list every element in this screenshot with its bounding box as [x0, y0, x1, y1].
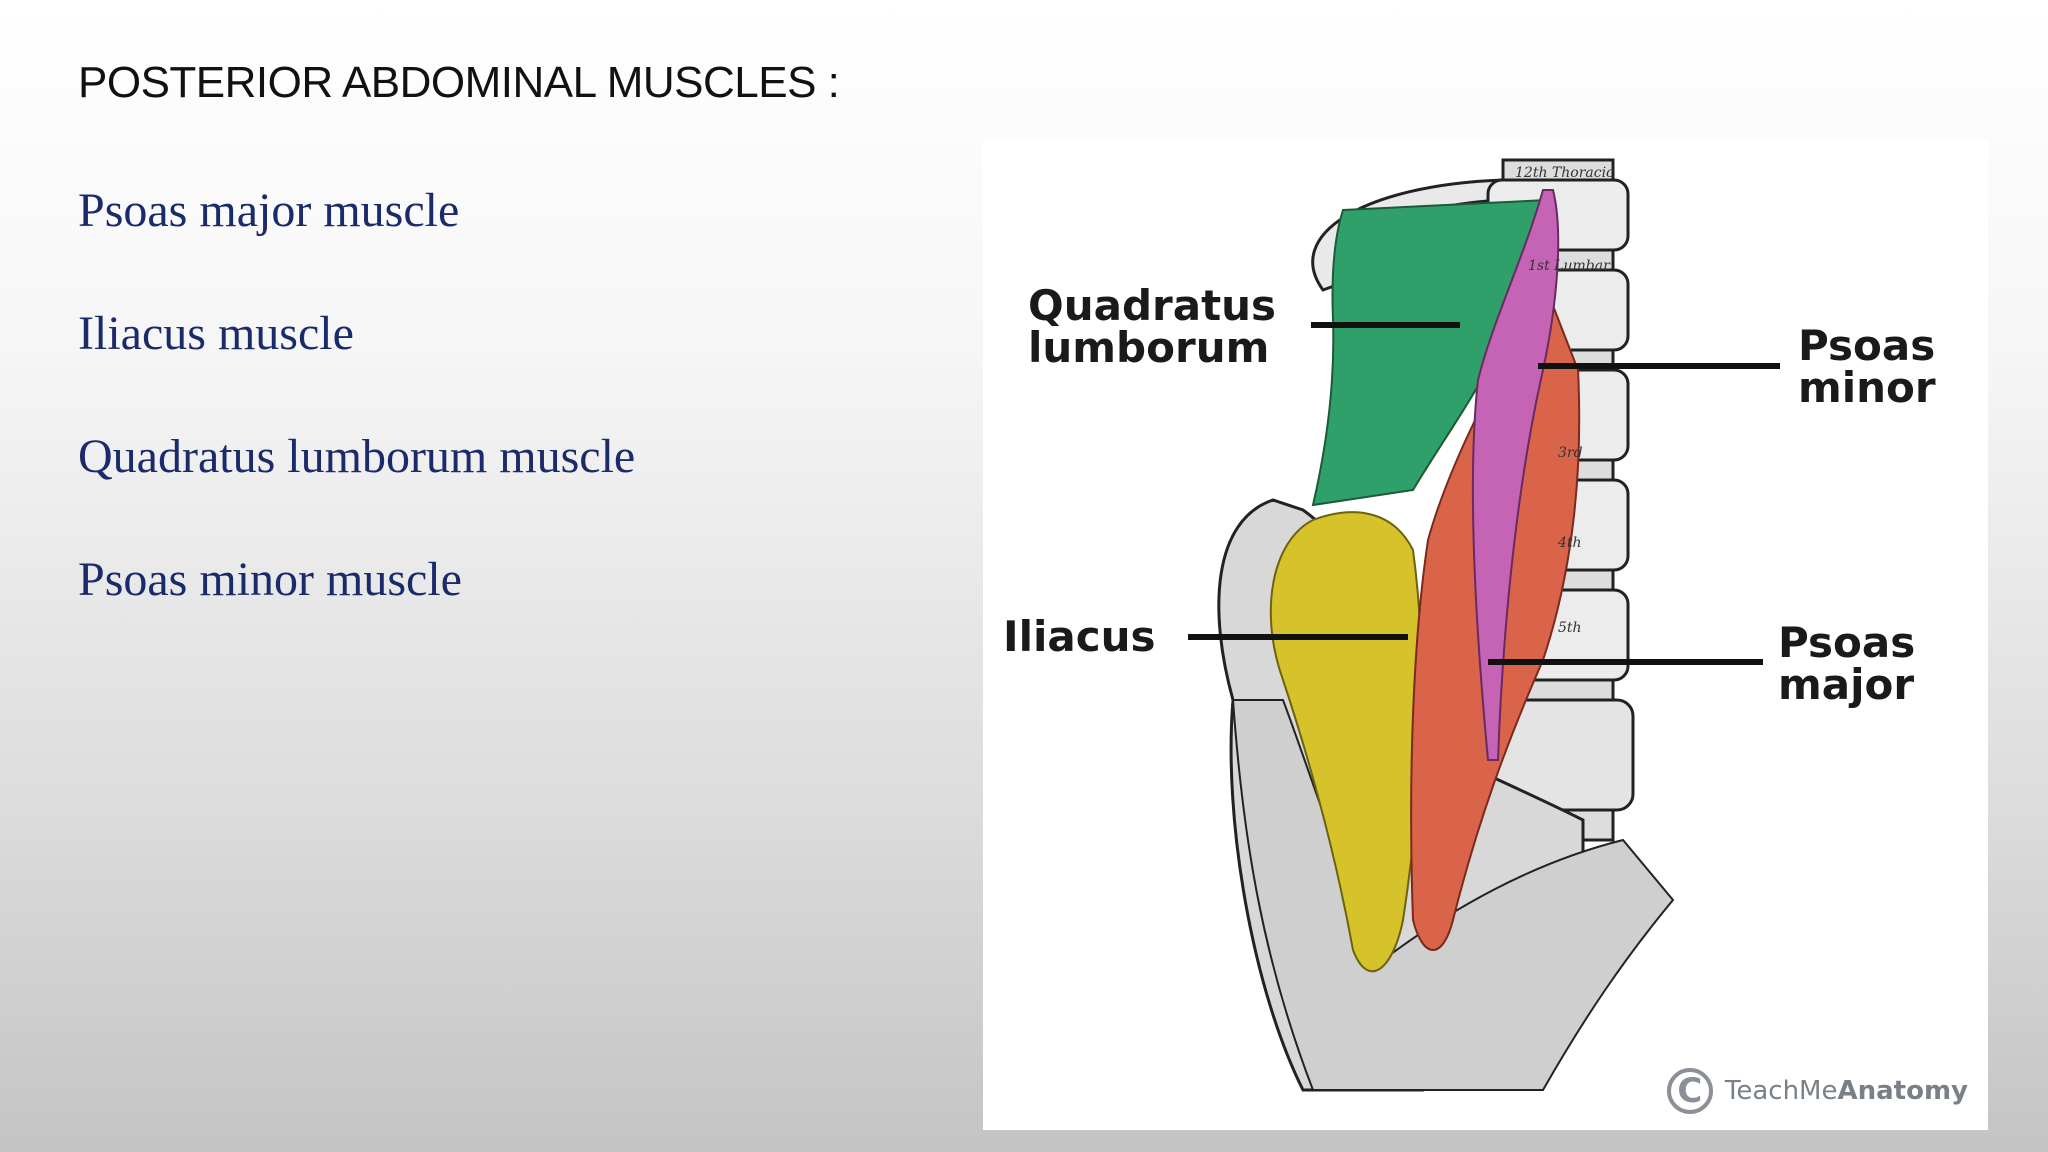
list-item: Psoas major muscle — [78, 184, 460, 237]
anatomy-illustration — [1188, 158, 1780, 1092]
label-iliacus: Iliacus — [1003, 612, 1156, 661]
psoas-minor-shape — [1471, 189, 1560, 761]
brand-prefix: TeachMe — [1724, 1076, 1838, 1106]
vertebra-mark: 3rd — [1558, 445, 1583, 461]
label-quadratus-lumborum: Quadratus lumborum — [1028, 281, 1277, 372]
anatomy-figure: Quadratus lumborum Psoas minor Iliacus P… — [983, 140, 1988, 1130]
copyright-icon: C — [1666, 1068, 1713, 1114]
iliacus-shape — [1269, 511, 1423, 973]
vertebra-mark: 1st Lumbar — [1528, 258, 1610, 274]
vertebra-mark: 5th — [1558, 620, 1582, 636]
vertebra-mark: 12th Thoracic — [1515, 165, 1614, 181]
list-item: Psoas minor muscle — [78, 553, 462, 606]
muscle-list: Psoas major muscle Iliacus muscle Quadra… — [78, 180, 635, 672]
quadratus-lumborum-shape — [1311, 198, 1550, 507]
vertebra-mark: 4th — [1558, 535, 1582, 551]
brand-suffix: Anatomy — [1837, 1076, 1968, 1106]
label-psoas-major: Psoas major — [1778, 618, 1916, 709]
label-psoas-minor: Psoas minor — [1798, 321, 1936, 412]
list-item: Iliacus muscle — [78, 307, 354, 360]
slide-title: POSTERIOR ABDOMINAL MUSCLES : — [78, 58, 840, 107]
list-item: Quadratus lumborum muscle — [78, 430, 636, 483]
